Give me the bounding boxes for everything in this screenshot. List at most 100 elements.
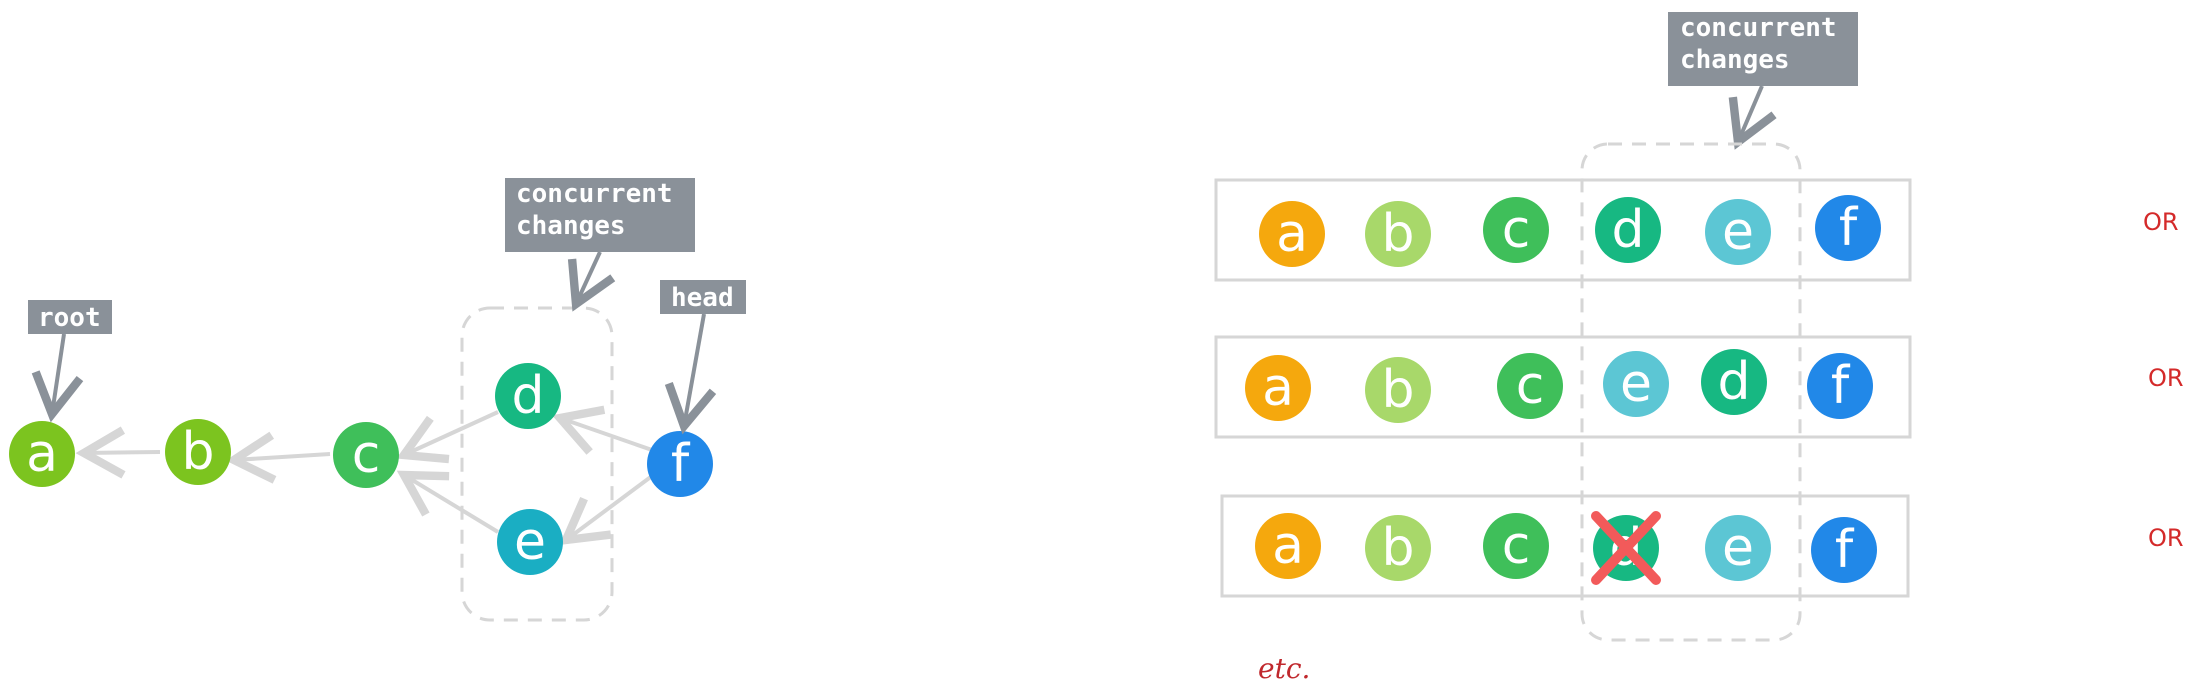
head-label-text: head — [671, 283, 734, 313]
node-c-circle — [333, 422, 399, 488]
head-label: head — [660, 280, 746, 435]
node-a-label: a — [26, 424, 58, 484]
seq-1-d-label: d — [1611, 200, 1644, 260]
seq-3-a-circle — [1255, 513, 1321, 579]
seq-1-f-circle — [1815, 195, 1881, 261]
seq-3-e-label: e — [1722, 518, 1754, 578]
node-f: f — [647, 431, 713, 497]
seq-row-3: a b c d e — [1255, 511, 2184, 585]
seq-row-1-d: d — [1595, 197, 1661, 263]
seq-1-a-circle — [1259, 201, 1325, 267]
seq-row-frame-3 — [1220, 494, 1910, 598]
seq-row-3-a: a — [1255, 513, 1321, 579]
head-label-box — [660, 280, 746, 314]
node-c: c — [333, 422, 399, 488]
seq-row-3-c: c — [1483, 513, 1549, 579]
node-e: e — [497, 509, 563, 575]
seq-3-b-circle — [1365, 515, 1431, 581]
node-f-label: f — [671, 434, 691, 494]
seq-footer-etc: etc. — [1258, 652, 1310, 685]
seq-3-f-label: f — [1835, 520, 1855, 580]
seq-3-c-label: c — [1502, 516, 1531, 576]
seq-1-e-circle — [1705, 199, 1771, 265]
graph-concurrent-pointer — [567, 251, 616, 312]
seq-1-e-label: e — [1722, 202, 1754, 262]
node-d: d — [495, 363, 561, 429]
seq-row-2-b: b — [1365, 357, 1431, 423]
seq-concurrent-group — [1580, 142, 1802, 642]
seq-1-d-circle — [1595, 197, 1661, 263]
seq-1-b-label: b — [1381, 204, 1414, 264]
seq-concurrent-pointer — [1728, 85, 1777, 150]
node-b: b — [165, 419, 231, 485]
seq-row-2-d: d — [1701, 349, 1767, 415]
seq-2-e-label: e — [1620, 354, 1652, 414]
seq-1-c-label: c — [1502, 200, 1531, 260]
graph-concurrent-label-line1: concurrent — [516, 179, 673, 209]
seq-1-a-label: a — [1276, 204, 1308, 264]
node-f-circle — [647, 431, 713, 497]
seq-row-1-or: OR — [2143, 208, 2179, 236]
graph-concurrent-label-line2: changes — [516, 211, 626, 241]
seq-3-b-label: b — [1381, 518, 1414, 578]
edge-c-b — [225, 431, 331, 484]
seq-1-c-circle — [1483, 197, 1549, 263]
seq-row-frame-1 — [1214, 178, 1912, 282]
seq-1-f-label: f — [1839, 198, 1859, 258]
graph-edges — [75, 405, 654, 546]
cross-icon — [1591, 511, 1661, 585]
seq-concurrent-label: concurrent changes — [1668, 12, 1858, 150]
seq-row-2-or: OR — [2148, 364, 2184, 392]
edge-e-c — [396, 470, 500, 534]
graph-concurrent-group — [460, 306, 614, 622]
seq-2-c-label: c — [1516, 356, 1545, 416]
seq-2-c-circle — [1497, 353, 1563, 419]
orderings: concurrent changes a b c — [1214, 12, 2184, 685]
edge-b-a — [75, 426, 161, 479]
seq-concurrent-label-line1: concurrent — [1680, 13, 1837, 43]
root-label-pointer — [31, 333, 84, 423]
graph-concurrent-label-box — [505, 178, 695, 252]
seq-3-c-circle — [1483, 513, 1549, 579]
seq-concurrent-label-box — [1668, 12, 1858, 86]
seq-2-d-label: d — [1717, 352, 1750, 412]
seq-2-a-circle — [1245, 355, 1311, 421]
node-a-circle — [9, 421, 75, 487]
seq-row-2-f: f — [1807, 353, 1873, 419]
seq-row-3-f: f — [1811, 517, 1877, 583]
node-a: a — [9, 421, 75, 487]
edge-f-d — [552, 405, 653, 455]
seq-row-1-a: a — [1259, 201, 1325, 267]
node-e-label: e — [514, 512, 546, 572]
seq-3-e-circle — [1705, 515, 1771, 581]
head-label-pointer — [664, 313, 717, 435]
node-d-circle — [495, 363, 561, 429]
root-label-box — [28, 300, 112, 334]
seq-2-b-circle — [1365, 357, 1431, 423]
seq-row-1-b: b — [1365, 201, 1431, 267]
seq-row-3-b: b — [1365, 515, 1431, 581]
seq-2-b-label: b — [1381, 360, 1414, 420]
seq-3-f-circle — [1811, 517, 1877, 583]
seq-row-1-f: f — [1815, 195, 1881, 261]
seq-2-d-circle — [1701, 349, 1767, 415]
node-e-circle — [497, 509, 563, 575]
root-label: root — [28, 300, 112, 423]
seq-1-b-circle — [1365, 201, 1431, 267]
seq-row-3-d: d — [1591, 511, 1661, 585]
seq-row-frame-2 — [1214, 335, 1912, 439]
seq-2-f-label: f — [1831, 356, 1851, 416]
seq-row-1-c: c — [1483, 197, 1549, 263]
seq-row-2-a: a — [1245, 355, 1311, 421]
seq-row-2-c: c — [1497, 353, 1563, 419]
seq-row-2: a b c e d f OR — [1245, 349, 2184, 423]
seq-2-a-label: a — [1262, 358, 1294, 418]
edge-d-c — [396, 410, 499, 464]
seq-row-1: a b c d e f OR — [1259, 195, 2179, 267]
root-label-text: root — [38, 303, 101, 333]
edge-f-e — [559, 474, 654, 546]
node-d-label: d — [511, 366, 544, 426]
seq-row-3-e: e — [1705, 515, 1771, 581]
seq-2-e-circle — [1603, 351, 1669, 417]
node-b-circle — [165, 419, 231, 485]
